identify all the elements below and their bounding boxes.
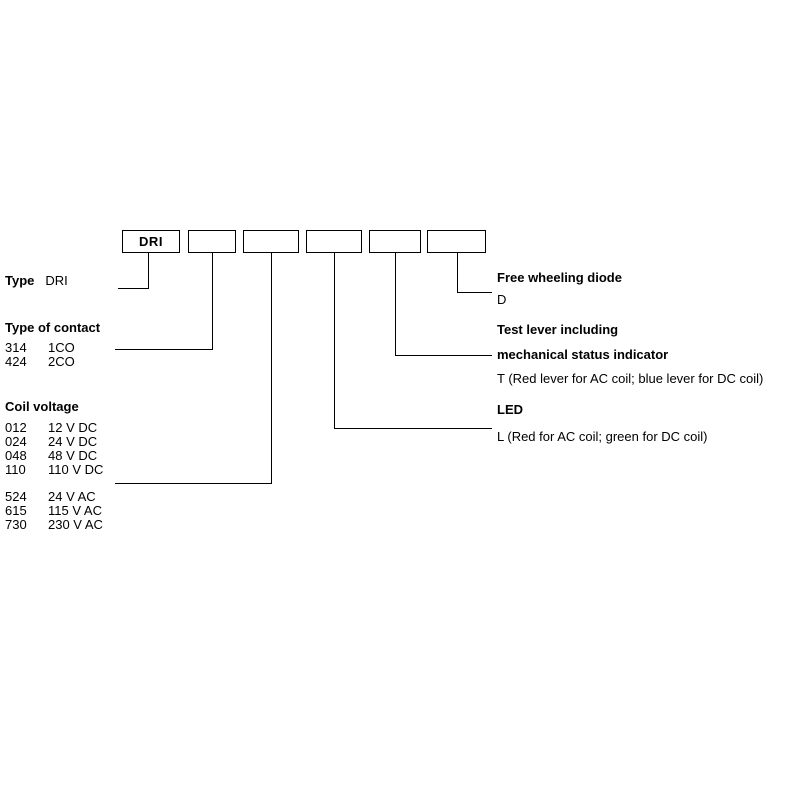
led-heading: LED: [497, 402, 523, 417]
coil-code: 730: [5, 517, 27, 532]
coil-code: 024: [5, 434, 27, 449]
coil-code: 110: [5, 462, 26, 477]
code-box-coil-voltage: [243, 230, 299, 253]
test-lever-heading-line1: Test lever including: [497, 322, 619, 337]
coil-voltage-dc-options: 012 12 V DC 024 24 V DC 048 48 V DC 110 …: [5, 421, 103, 477]
coil-desc: 48 V DC: [48, 448, 98, 463]
code-box-contact: [188, 230, 236, 253]
contact-heading: Type of contact: [5, 320, 101, 335]
type-row: Type DRI: [5, 274, 68, 288]
code-box-diode: [427, 230, 486, 253]
coil-code: 615: [5, 503, 27, 518]
free-wheeling-diode-heading: Free wheeling diode: [497, 270, 622, 285]
contact-code: 424: [5, 354, 27, 369]
line-type: [118, 253, 149, 289]
line-free-wheeling-diode: [457, 253, 492, 293]
code-box-type: DRI: [122, 230, 180, 253]
coil-voltage-heading: Coil voltage: [5, 399, 79, 414]
code-box-led: [306, 230, 362, 253]
coil-voltage-ac-options: 524 24 V AC 615 115 V AC 730 230 V AC: [5, 490, 103, 532]
contact-options: 314 1CO 424 2CO: [5, 341, 75, 369]
led-value: L (Red for AC coil; green for DC coil): [497, 429, 708, 444]
code-box-test-lever: [369, 230, 421, 253]
line-led: [334, 253, 492, 429]
coil-desc: 12 V DC: [48, 420, 98, 435]
type-value: DRI: [45, 273, 68, 288]
line-coil-voltage: [115, 253, 272, 484]
coil-code: 012: [5, 420, 27, 435]
contact-desc: 2CO: [48, 354, 75, 369]
coil-desc: 110 V DC: [48, 462, 104, 477]
test-lever-heading-line2: mechanical status indicator: [497, 347, 669, 362]
contact-desc: 1CO: [48, 340, 75, 355]
free-wheeling-diode-value: D: [497, 292, 507, 307]
coil-desc: 24 V AC: [48, 489, 96, 504]
contact-code: 314: [5, 340, 27, 355]
coil-desc: 230 V AC: [48, 517, 103, 532]
type-heading: Type: [5, 273, 35, 288]
line-test-lever: [395, 253, 492, 356]
coil-code: 524: [5, 489, 27, 504]
test-lever-value: T (Red lever for AC coil; blue lever for…: [497, 371, 764, 386]
coil-desc: 115 V AC: [48, 503, 102, 518]
line-type-of-contact: [115, 253, 213, 350]
coil-desc: 24 V DC: [48, 434, 98, 449]
coil-code: 048: [5, 448, 27, 463]
